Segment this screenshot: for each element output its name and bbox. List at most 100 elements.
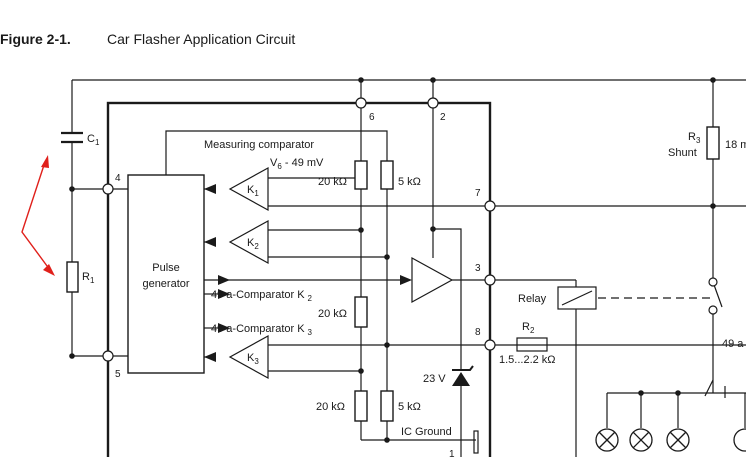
junction xyxy=(710,203,716,209)
capacitor-c1 xyxy=(61,131,83,144)
annotation-arrows xyxy=(21,161,51,271)
figure-number: Figure 2-1. xyxy=(0,31,71,47)
annotation-arrowheads xyxy=(41,155,55,276)
pin-8-marker xyxy=(484,339,496,351)
label-k2: K2 xyxy=(247,237,259,251)
label-res-5k-top: 5 kΩ xyxy=(398,176,421,188)
wiring xyxy=(71,79,746,457)
label-res-20k-top: 20 kΩ xyxy=(318,176,347,188)
junction xyxy=(69,186,75,192)
label-49a: 49 a xyxy=(722,338,744,350)
pin-markers xyxy=(102,97,718,362)
red-arrow-line xyxy=(21,161,51,271)
switch-contact-open xyxy=(708,277,718,287)
pin-4-label: 4 xyxy=(115,173,121,184)
pin-4-marker xyxy=(102,183,114,195)
arrow-driver-in xyxy=(400,275,412,285)
comparator-k1 xyxy=(228,166,269,212)
zener-body xyxy=(452,372,470,386)
junction xyxy=(358,77,364,83)
figure-title: Car Flasher Application Circuit xyxy=(107,31,295,47)
junctions xyxy=(69,77,716,443)
pin-6-label: 6 xyxy=(369,112,375,123)
res-5k-bot xyxy=(380,390,394,422)
relay-coil xyxy=(557,286,597,310)
junction xyxy=(358,227,364,233)
pin-numbers: 6 2 4 5 7 3 8 1 xyxy=(115,112,481,457)
lamp-4-circle xyxy=(733,428,746,452)
r1-body xyxy=(66,261,79,293)
label-res-5k-bot: 5 kΩ xyxy=(398,401,421,413)
arrow-pg-out xyxy=(218,275,230,285)
junction xyxy=(384,254,390,260)
pin-5-marker xyxy=(102,350,114,362)
pin-2-label: 2 xyxy=(440,112,446,123)
lamp-2-x2 xyxy=(632,431,650,449)
res-5k-top xyxy=(380,160,394,190)
lamps xyxy=(595,428,746,452)
switch-contact-close xyxy=(708,305,718,315)
arrow-k1 xyxy=(204,184,216,194)
res-20k-bot xyxy=(354,390,368,422)
junction xyxy=(384,437,390,443)
label-res-20k-bot: 20 kΩ xyxy=(316,401,345,413)
res-20k-mid xyxy=(354,296,368,328)
pin-7-marker xyxy=(484,200,496,212)
comparator-k2 xyxy=(228,219,269,265)
pin-7-label: 7 xyxy=(475,188,481,199)
arrow-k3-in xyxy=(218,323,230,333)
junction xyxy=(710,77,716,83)
label-r2: R2 xyxy=(522,321,535,335)
red-arrowhead-top xyxy=(41,155,49,168)
lamp-4 xyxy=(733,428,746,452)
label-k3: K3 xyxy=(247,352,259,366)
arrow-k2-in xyxy=(218,289,230,299)
ic-ground-plate xyxy=(473,430,479,454)
label-pulse-generator-2: generator xyxy=(142,278,189,290)
pg-side-leads xyxy=(204,293,218,329)
comparator-k3 xyxy=(228,334,269,380)
lamp-3-x2 xyxy=(669,431,687,449)
lamp-1-x2 xyxy=(598,431,616,449)
lamp-1 xyxy=(595,428,619,452)
label-r2-value: 1.5...2.2 kΩ xyxy=(499,354,556,366)
output-driver xyxy=(411,256,454,304)
pin-8-label: 8 xyxy=(475,327,481,338)
label-relay: Relay xyxy=(518,293,547,305)
red-arrowhead-bottom xyxy=(43,264,55,276)
label-r3: R3 xyxy=(688,131,701,145)
pin-3-marker xyxy=(484,274,496,286)
pulse-generator-box xyxy=(127,174,205,374)
resistors xyxy=(66,126,720,422)
label-zener: 23 V xyxy=(423,373,446,385)
pin-2-marker xyxy=(427,97,439,109)
res-20k-top xyxy=(354,160,368,190)
label-r3-value: 18 m xyxy=(725,139,746,151)
figure-heading: Figure 2-1. Car Flasher Application Circ… xyxy=(0,31,295,47)
label-v6: V6 - 49 mV xyxy=(270,157,324,171)
junction xyxy=(358,368,364,374)
r3-body xyxy=(706,126,720,160)
labels: C1 R1 R3 Shunt 18 m Measuring comparator… xyxy=(82,131,746,438)
ic-outline xyxy=(106,101,492,457)
wire-zener-top xyxy=(433,228,462,370)
junction xyxy=(430,77,436,83)
arrowheads xyxy=(204,184,412,362)
relay-coil-mark xyxy=(561,290,593,306)
junction xyxy=(675,390,681,396)
label-k1: K1 xyxy=(247,184,259,198)
zener-diode xyxy=(452,365,474,386)
zener-bar xyxy=(452,365,474,371)
junction xyxy=(638,390,644,396)
pin-5-label: 5 xyxy=(115,369,121,380)
arrow-k3 xyxy=(204,352,216,362)
junction xyxy=(69,353,75,359)
label-res-20k-mid: 20 kΩ xyxy=(318,308,347,320)
label-ic-ground: IC Ground xyxy=(401,426,452,438)
r2-body xyxy=(516,337,548,352)
lamp-3 xyxy=(666,428,690,452)
